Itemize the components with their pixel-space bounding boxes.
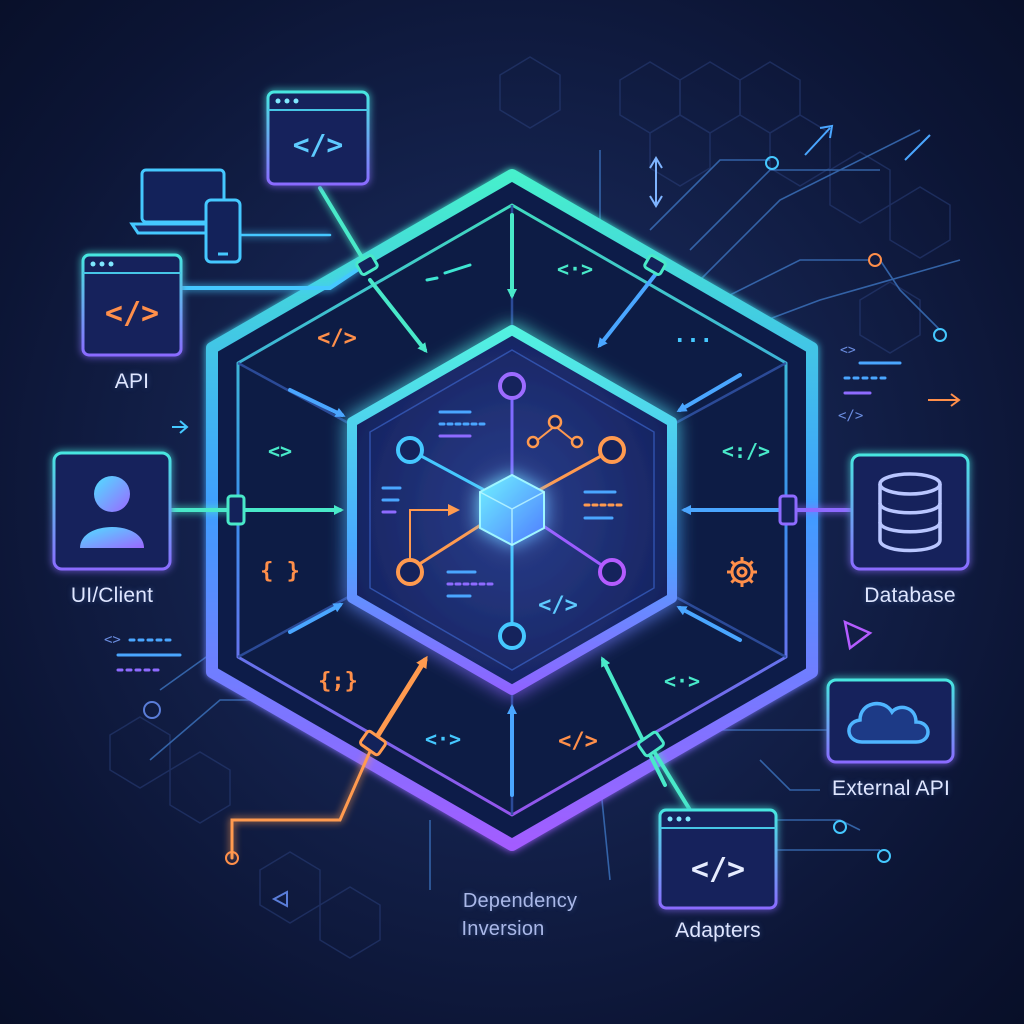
decor-code-lines [116, 361, 902, 672]
ring-glyphs: </> <> { } {;} <·> </> <·> <:/> <·> ··· [260, 257, 770, 754]
cube-icon [479, 473, 545, 547]
ring-glyph: <·> [557, 257, 593, 281]
dependency-arrows [243, 213, 787, 797]
cloud-icon [847, 701, 930, 744]
dependency-inversion-label-line2: Inversion [461, 918, 545, 940]
code-window-icon [266, 90, 370, 186]
decor-arrows [172, 124, 961, 434]
ring-glyph: {;} [318, 669, 358, 694]
ring-glyph: ··· [673, 329, 713, 354]
ring-glyph: </> [558, 729, 598, 754]
decor-code-glyph: <> [104, 632, 121, 648]
api-label: API [114, 370, 150, 393]
core-code-glyph: </> [538, 593, 578, 618]
background-hex-pattern [109, 56, 951, 959]
core-code-lines [381, 410, 627, 598]
adapters-window [658, 808, 778, 910]
ring-glyph: </> [317, 326, 357, 351]
connector-plugs [226, 254, 798, 758]
ring-glyph: <:/> [722, 439, 770, 463]
phone-icon [204, 198, 242, 264]
database-label: Database [864, 584, 956, 607]
external-api-label: External API [832, 777, 950, 800]
triangle-icon [271, 890, 288, 908]
api-window [81, 253, 183, 357]
decor-code-glyph: <> [840, 343, 856, 358]
ui-client-label: UI/Client [70, 584, 154, 607]
dependency-inversion-label-line1: Dependency [462, 890, 578, 912]
user-icon [80, 476, 144, 548]
ring-glyph: <·> [664, 669, 700, 693]
adapters-label: Adapters [675, 919, 761, 942]
ring-glyph: <> [268, 439, 292, 463]
api-window-glyph: </> [105, 296, 159, 331]
code-window-glyph: </> [293, 128, 344, 161]
decor-code-glyph: </> [838, 408, 863, 424]
ring-code-dashes [425, 263, 472, 282]
database-icon [878, 472, 942, 553]
gear-icon [727, 557, 757, 587]
triangle-icon [843, 619, 873, 651]
core-nodes [396, 372, 626, 650]
circuit-nodes [143, 156, 947, 865]
adapters-window-glyph: </> [691, 852, 745, 887]
ring-glyph: <·> [425, 727, 461, 751]
ring-glyph: { } [260, 559, 300, 584]
